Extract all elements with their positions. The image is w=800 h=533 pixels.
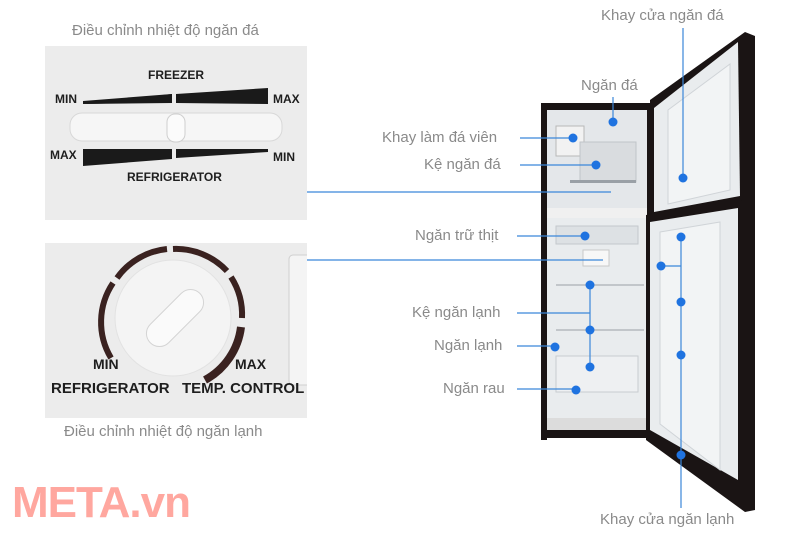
freezer-slider-graphic xyxy=(69,88,283,166)
freezer-title: FREEZER xyxy=(148,68,205,82)
fridge-min-label: MIN xyxy=(93,356,119,372)
label-fridge: Ngăn lạnh xyxy=(434,337,503,354)
freezer-slider-knob xyxy=(166,113,186,143)
label-fridge-door-tray: Khay cửa ngăn lạnh xyxy=(600,511,735,528)
fridge-max-label: MAX xyxy=(235,356,267,372)
label-ice-tray: Khay làm đá viên xyxy=(382,129,498,146)
freezer-max-label: MAX xyxy=(273,92,300,106)
label-meat-compartment: Ngăn trữ thịt xyxy=(415,227,499,244)
label-freezer-shelf: Kệ ngăn đá xyxy=(424,156,501,173)
label-freezer: Ngăn đá xyxy=(581,77,638,94)
freezer-control-caption: Điều chỉnh nhiệt độ ngăn đá xyxy=(72,22,259,39)
refrigerator-title: REFRIGERATOR xyxy=(127,170,222,184)
fridge-dial-graphic xyxy=(98,245,307,386)
freezer-min-label: MIN xyxy=(55,92,77,106)
fridge-refrigerator-label: REFRIGERATOR xyxy=(51,380,170,397)
refrigerator-max-label: MAX xyxy=(50,148,77,162)
watermark-logo: META.vn xyxy=(12,478,191,527)
fridge-control-caption: Điều chỉnh nhiệt độ ngăn lạnh xyxy=(64,423,263,440)
label-fridge-shelf: Kệ ngăn lạnh xyxy=(412,304,501,321)
fridge-temp-control-label: TEMP. CONTROL xyxy=(182,380,305,397)
fridge-control-panel: MIN MAX REFRIGERATOR TEMP. CONTROL xyxy=(45,243,307,418)
refrigerator-min-label: MIN xyxy=(273,150,295,164)
label-freezer-door-tray: Khay cửa ngăn đá xyxy=(601,7,724,24)
label-vegetable-drawer: Ngăn rau xyxy=(443,380,505,397)
freezer-control-panel: FREEZER MIN MAX MAX MIN REFRIGERATOR xyxy=(45,46,307,220)
